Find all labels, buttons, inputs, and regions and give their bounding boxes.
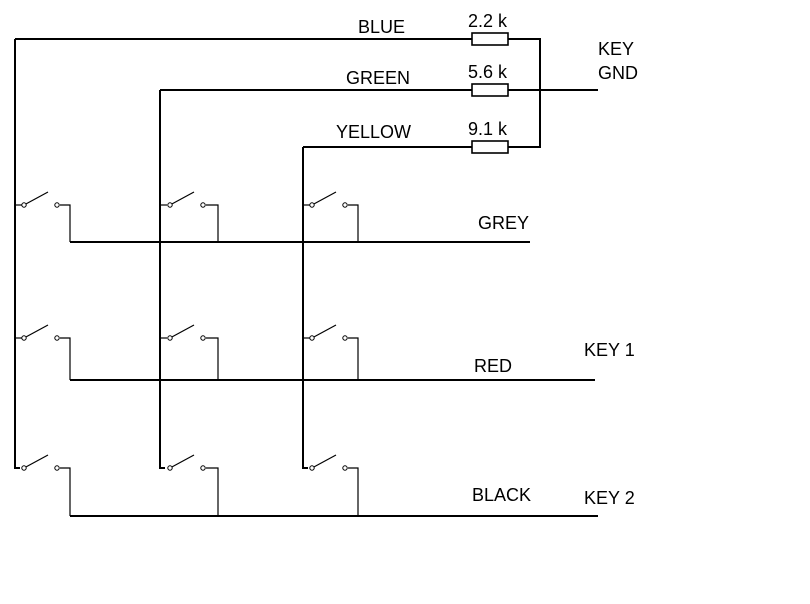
label-resistor-5-6k: 5.6 k — [468, 62, 508, 82]
label-resistor-2-2k: 2.2 k — [468, 11, 508, 31]
label-key2: KEY 2 — [584, 488, 635, 508]
label-green: GREEN — [346, 68, 410, 88]
switch-r2c1 — [21, 324, 60, 341]
switch-r3c3 — [309, 454, 348, 471]
switch-leg-r3c3 — [348, 467, 359, 516]
switch-r2c2 — [167, 324, 206, 341]
switch-leg-r3c2 — [206, 467, 219, 516]
label-yellow: YELLOW — [336, 122, 411, 142]
switch-leg-r1c2 — [206, 204, 219, 242]
switch-r1c1 — [21, 191, 60, 208]
label-key1: KEY 1 — [584, 340, 635, 360]
label-grey: GREY — [478, 213, 529, 233]
label-blue: BLUE — [358, 17, 405, 37]
switch-r1c2 — [167, 191, 206, 208]
green-column-wire — [159, 90, 165, 469]
switch-leg-r2c2 — [206, 337, 219, 380]
switch-leg-r2c3 — [348, 337, 359, 380]
label-key-gnd-2: GND — [598, 63, 638, 83]
label-key-gnd-1: KEY — [598, 39, 634, 59]
resistor-2-2k — [471, 32, 509, 46]
switch-r3c2 — [167, 454, 206, 471]
switch-leg-r1c1 — [60, 204, 71, 242]
label-black: BLACK — [472, 485, 531, 505]
switch-r1c3 — [309, 191, 348, 208]
resistor-9-1k — [471, 140, 509, 154]
resistor-bus — [508, 38, 541, 148]
resistor-5-6k — [471, 83, 509, 97]
label-red: RED — [474, 356, 512, 376]
switch-leg-r1c3 — [348, 204, 359, 242]
switch-r3c1 — [21, 454, 60, 471]
yellow-column-wire — [302, 147, 308, 469]
switch-leg-r3c1 — [60, 467, 71, 516]
switch-leg-r2c1 — [60, 337, 71, 380]
blue-column-wire — [14, 39, 20, 469]
label-resistor-9-1k: 9.1 k — [468, 119, 508, 139]
switch-r2c3 — [309, 324, 348, 341]
